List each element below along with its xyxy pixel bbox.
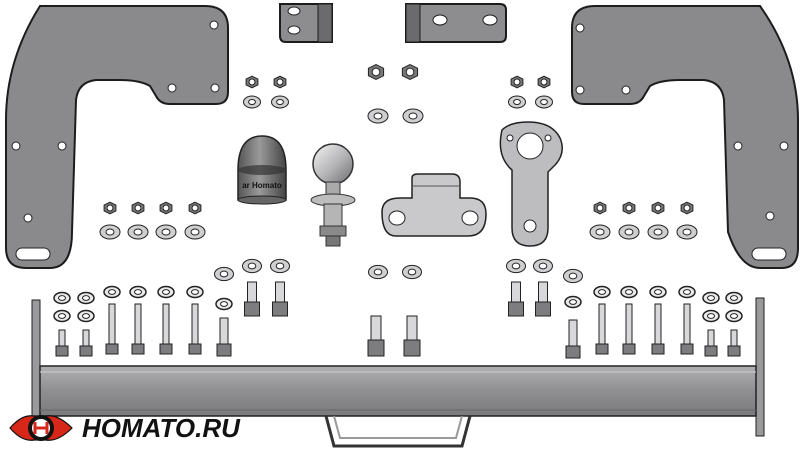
ball-cover-label: ar Homato (242, 181, 282, 190)
washer (563, 268, 583, 284)
bolt (651, 303, 665, 355)
nut (680, 201, 694, 215)
bolt-set (55, 281, 741, 359)
lock-washer (215, 297, 233, 311)
left-top-plate (279, 3, 333, 43)
bolt (216, 317, 232, 357)
cross-beam (31, 297, 765, 448)
nut (188, 201, 202, 215)
bolt (272, 281, 288, 317)
bolt (508, 281, 524, 317)
washer (618, 224, 640, 240)
bolt (55, 329, 69, 357)
bolt (244, 281, 260, 317)
logo-text: HOMATO.RU (82, 413, 241, 443)
nut (273, 75, 287, 89)
bolt (79, 329, 93, 357)
nut (401, 63, 419, 81)
nut (103, 201, 117, 215)
right-bracket (571, 5, 799, 269)
lock-washer (157, 285, 175, 299)
washer (127, 224, 149, 240)
nut (131, 201, 145, 215)
lock-washer (186, 285, 204, 299)
nut (159, 201, 173, 215)
bolt (622, 303, 636, 355)
nut (651, 201, 665, 215)
bolt (704, 329, 718, 357)
washer (506, 258, 526, 274)
nut (537, 75, 551, 89)
washer (99, 224, 121, 240)
lock-washer (53, 291, 71, 305)
right-top-plate (405, 3, 507, 43)
washer (589, 224, 611, 240)
bolt (595, 303, 609, 355)
bolt (159, 303, 173, 355)
washer (155, 224, 177, 240)
lock-washer (620, 285, 638, 299)
lock-washer (678, 285, 696, 299)
washer (533, 258, 553, 274)
washer (270, 258, 290, 274)
bolt (188, 303, 202, 355)
washer (368, 264, 388, 280)
washer (647, 224, 669, 240)
bolt (105, 303, 119, 355)
nut (622, 201, 636, 215)
lock-washer (77, 291, 95, 305)
bolt (403, 315, 421, 357)
washer (184, 224, 206, 240)
nut (510, 75, 524, 89)
nut (245, 75, 259, 89)
washer (402, 108, 424, 124)
bolt (367, 315, 385, 357)
lock-washer (103, 285, 121, 299)
lock-washer (725, 309, 743, 323)
washer (243, 95, 261, 109)
lock-washer (725, 291, 743, 305)
bolt (680, 303, 694, 355)
washer (676, 224, 698, 240)
washer (367, 108, 389, 124)
fastener-set (53, 63, 743, 323)
ball-mount-plate (381, 173, 487, 237)
lock-washer (593, 285, 611, 299)
lock-washer (702, 291, 720, 305)
ball-cover: ar Homato (237, 135, 287, 205)
left-bracket (5, 5, 229, 269)
nut (593, 201, 607, 215)
bolt (131, 303, 145, 355)
washer (402, 264, 422, 280)
bolt (535, 281, 551, 317)
washer (508, 95, 526, 109)
brand-logo: HOMATO.RU (9, 413, 241, 443)
lock-washer (564, 295, 582, 309)
lock-washer (77, 309, 95, 323)
washer (214, 266, 234, 282)
lock-washer (129, 285, 147, 299)
washer (535, 95, 553, 109)
bolt (565, 319, 581, 359)
bolt (727, 329, 741, 357)
nut (367, 63, 385, 81)
washer (271, 95, 289, 109)
lock-washer (649, 285, 667, 299)
lock-washer (53, 309, 71, 323)
socket-plate (499, 121, 563, 247)
washer (242, 258, 262, 274)
lock-washer (702, 309, 720, 323)
tow-ball (310, 143, 356, 247)
